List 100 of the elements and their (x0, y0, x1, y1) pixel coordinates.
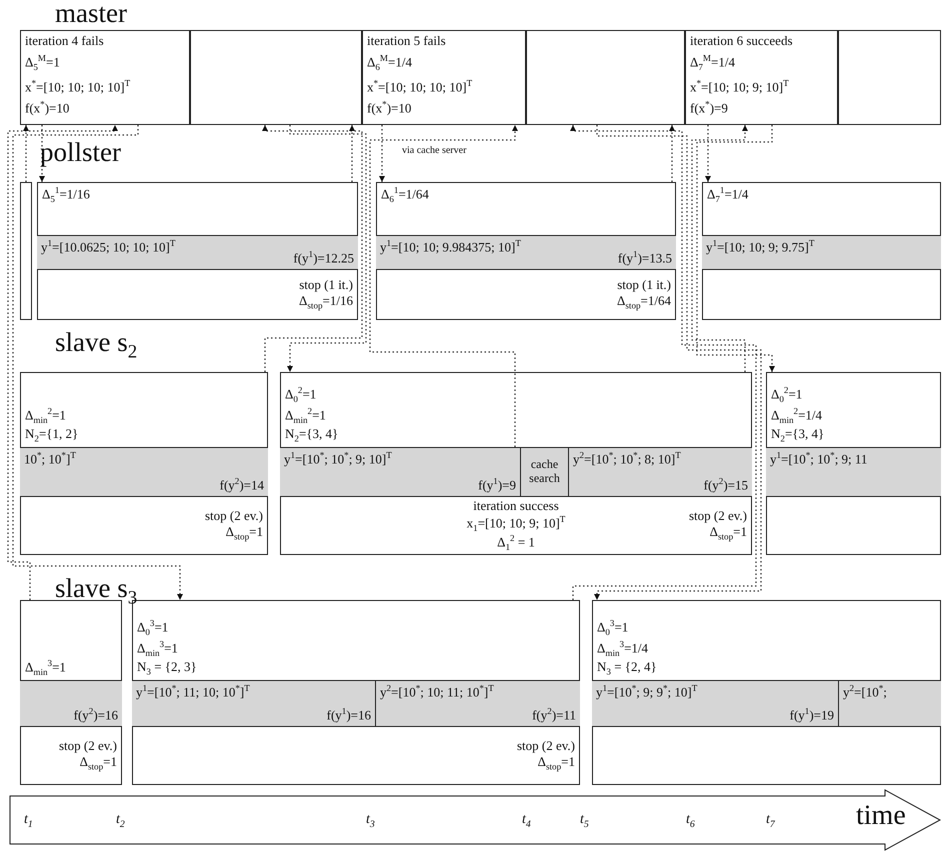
process-box (702, 182, 941, 320)
message-arrow (594, 124, 762, 600)
box-text: y$^{1}$=[10.0625; 10; 10; 10]$^{T}$ (41, 238, 176, 256)
box-text: y$^{1}$=[10$^{*}$; 10$^{*}$; 9; 10]$^{T}$ (284, 450, 392, 468)
box-text: Δ$_{0}$$^{3}$=1 (137, 618, 170, 639)
evaluation-cell (280, 447, 520, 497)
box-text: f(x$^{*}$)=10 (25, 99, 70, 117)
box-text: Δ$_{stop}$=1 (538, 754, 575, 774)
box-text: iteration 6 succeeds (690, 33, 794, 50)
box-text: N$_{3}$ = {2, 3} (137, 659, 198, 678)
lane-title: pollster (40, 137, 121, 168)
box-text: iteration success (473, 499, 559, 514)
axis-label: time (856, 800, 906, 832)
box-text: 10$^{*}$; 10$^{*}$]$^{T}$ (24, 450, 76, 468)
box-text: Δ$_{stop}$=1 (80, 754, 117, 774)
process-box (20, 372, 268, 555)
time-tick-label: t$_{7}$ (766, 812, 775, 830)
process-box (20, 182, 32, 320)
box-text: f(y$^{2}$)=14 (220, 476, 264, 494)
box-text: f(y$^{1}$)=9 (478, 476, 516, 494)
box-text: stop (2 ev.) (58, 738, 117, 754)
message-arrow (262, 124, 362, 372)
message-arrow (379, 124, 385, 182)
box-text: Δ$_{0}$$^{2}$=1 (285, 385, 318, 406)
box-text: stop (2 ev.) (516, 738, 575, 754)
box-text: f(y$^{1}$)=12.25 (293, 249, 354, 267)
box-text: Δ$_{min}$$^{2}$=1 (285, 406, 327, 426)
message-arrow (23, 124, 29, 182)
lane-title: slave s$_{2}$ (55, 327, 138, 364)
box-text: Δ$_{stop}$=1 (226, 524, 263, 544)
state-box (190, 30, 362, 125)
lane-title: master (55, 0, 127, 29)
box-text: y$^{1}$=[10$^{*}$; 10$^{*}$; 9; 11 (770, 450, 868, 468)
message-arrow (696, 124, 775, 372)
message-arrow (39, 124, 45, 182)
box-text: stop (1 it.) (617, 276, 671, 294)
box-text: f(y$^{2}$)=16 (74, 706, 118, 724)
box-text: Δ$_{7}$$^{M}$=1/4 (690, 53, 736, 74)
message-arrow (12, 124, 183, 600)
box-text: Δ$_{5}$$^{1}$=1/16 (42, 185, 91, 206)
box-text: y$^{2}$=[10$^{*}$; (843, 683, 887, 701)
box-text: Δ$_{stop}$=1/64 (617, 293, 671, 312)
state-box (362, 30, 526, 125)
box-text: y$^{1}$=[10; 10; 9.984375; 10]$^{T}$ (380, 238, 521, 256)
process-box (592, 600, 941, 785)
box-text: f(y$^{1}$)=16 (326, 706, 371, 724)
evaluation-cell (375, 680, 580, 727)
box-text: N$_{2}$={3, 4} (771, 426, 826, 445)
box-text: f(y$^{2}$)=11 (532, 706, 576, 724)
message-arrow (8, 124, 118, 600)
box-text: Δ$_{5}$$^{M}$=1 (25, 53, 61, 74)
box-text: f(y$^{1}$)=19 (790, 706, 834, 724)
evaluation-cell (20, 447, 268, 497)
box-text: Δ$_{stop}$=1 (710, 524, 747, 544)
process-box (766, 372, 941, 555)
box-text: cache search (528, 458, 561, 486)
message-arrow (349, 124, 355, 182)
box-text: stop (2 ev.) (688, 508, 747, 524)
state-box (838, 30, 941, 125)
evaluation-cell (376, 235, 676, 270)
box-text: Δ$_{min}$$^{2}$=1 (25, 406, 67, 426)
evaluation-cell (520, 447, 568, 497)
box-text: N$_{3}$ = {2, 4} (597, 659, 658, 678)
evaluation-cell (20, 680, 122, 727)
process-box (20, 600, 122, 785)
state-box (685, 30, 838, 125)
box-text: Δ$_{6}$$^{1}$=1/64 (381, 185, 430, 206)
evaluation-cell (838, 680, 941, 727)
box-text: x$_{1}$=[10; 10; 9; 10]$^{T}$ (466, 514, 566, 533)
box-text: Δ$_{min}$$^{2}$=1/4 (771, 406, 824, 426)
box-text: x$^{*}$=[10; 10; 10; 10]$^{T}$ (25, 78, 132, 96)
message-arrow (669, 124, 675, 182)
box-text: Δ$_{min}$$^{3}$=1 (25, 658, 67, 678)
box-text: Δ$_{0}$$^{2}$=1 (771, 385, 804, 406)
box-text: y$^{2}$=[10$^{*}$; 10$^{*}$; 8; 10]$^{T}$ (573, 450, 681, 468)
state-box (526, 30, 685, 125)
message-arrow (705, 124, 711, 182)
box-text: Δ$_{stop}$=1/16 (299, 293, 353, 312)
box-text: f(x$^{*}$)=9 (690, 99, 729, 117)
time-tick-label: t$_{3}$ (366, 812, 375, 830)
message-arrow (692, 124, 748, 372)
evaluation-cell (568, 447, 752, 497)
evaluation-cell (37, 235, 358, 270)
box-text: Δ$_{7}$$^{1}$=1/4 (707, 185, 750, 206)
evaluation-cell (702, 235, 941, 270)
box-text: y$^{1}$=[10; 10; 9; 9.75]$^{T}$ (706, 238, 814, 256)
message-arrow (570, 124, 756, 600)
process-box (37, 182, 358, 320)
box-text: stop (1 it.) (299, 276, 353, 294)
box-text: Δ$_{0}$$^{3}$=1 (597, 618, 630, 639)
box-text: iteration 4 fails (25, 33, 105, 50)
message-arrow (370, 124, 518, 448)
state-box (20, 30, 190, 125)
box-text: Δ$_{1}$$^{2}$ = 1 (497, 532, 535, 552)
time-tick-label: t$_{4}$ (522, 812, 531, 830)
lane-title: slave s$_{3}$ (55, 573, 138, 610)
edge-label: via cache server (400, 145, 468, 156)
evaluation-cell (132, 680, 375, 727)
box-text: y$^{1}$=[10$^{*}$; 9; 9$^{*}$; 10]$^{T}$ (596, 683, 698, 701)
box-text: stop (2 ev.) (204, 508, 263, 524)
